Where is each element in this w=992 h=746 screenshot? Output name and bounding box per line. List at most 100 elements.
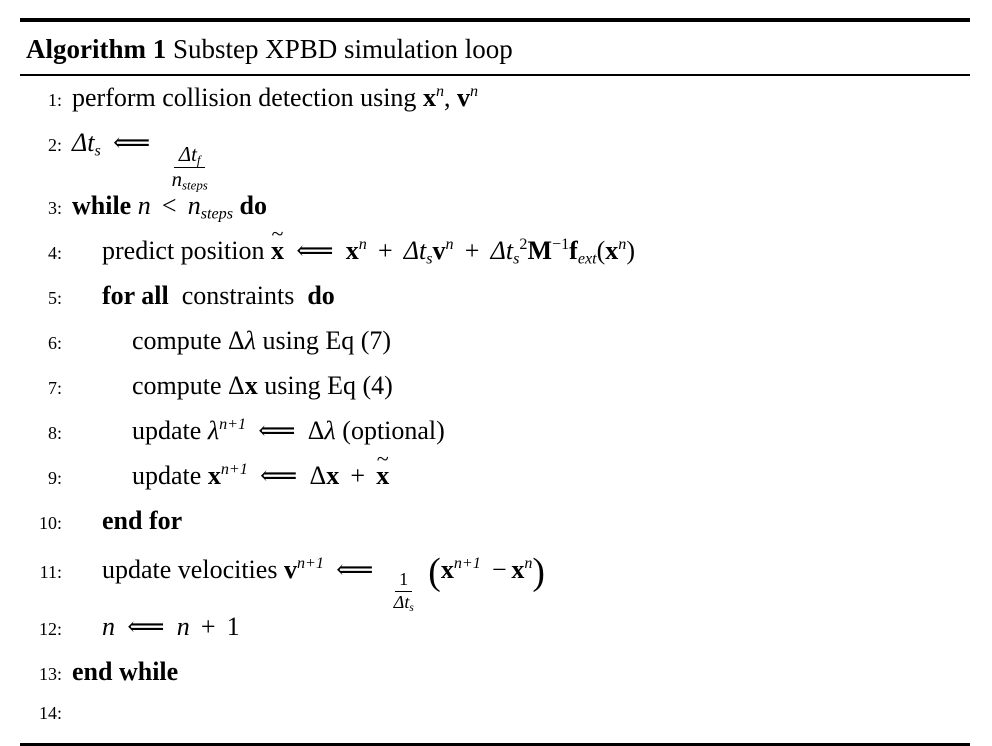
step11-v: v <box>283 554 297 584</box>
algorithm-step: 2: Δts ⟸ Δtf nsteps <box>20 128 970 194</box>
step5-keyword-forall: for all <box>102 280 169 310</box>
algorithm-step: 9: update xn+1 ⟸ Δx + ~x <box>20 446 970 507</box>
algorithm-caption: Algorithm 1 Substep XPBD simulation loop <box>20 22 970 74</box>
algorithm-steps: 1: perform collision detection using xn,… <box>20 76 970 743</box>
step4-v-sup: n <box>445 235 454 253</box>
step4-f: f <box>569 235 578 265</box>
step8-update: update <box>132 415 202 445</box>
fraction-denominator: Δts <box>390 592 418 615</box>
step-number: 11: <box>39 561 62 582</box>
fraction-denominator: nsteps <box>167 168 212 194</box>
step-number: 4: <box>47 242 62 263</box>
step-number: 13: <box>38 663 62 684</box>
step11-x1-sup: n+1 <box>453 554 481 572</box>
step8-lambda-sup: n+1 <box>219 415 247 433</box>
step8-delta: Δ <box>307 415 325 445</box>
step11-x2-sup: n <box>524 554 533 572</box>
step4-arrow: ⟸ <box>296 235 334 265</box>
step9-delta: Δ <box>309 460 327 490</box>
step3-nsteps-sub: steps <box>200 205 233 223</box>
step2-arrow: ⟸ <box>112 128 151 157</box>
step4-x-sup: n <box>358 235 367 253</box>
step-number: 9: <box>47 467 62 488</box>
step10-keyword-endfor: end for <box>102 505 183 535</box>
step-number: 10: <box>38 512 62 533</box>
step9-x-tilde: ~x <box>376 446 390 491</box>
rule-under-caption <box>20 74 970 76</box>
algorithm-step: 5: for all constraints do <box>20 280 970 327</box>
step4-dt1: Δt <box>403 235 427 265</box>
step4-dt2-sup: 2 <box>519 235 528 253</box>
step4-M: M <box>527 235 552 265</box>
algorithm-step: 12: n ⟸ n + 1 <box>20 611 970 658</box>
step-content: for all constraints do <box>72 280 335 311</box>
step8-lambda: λ <box>207 415 220 445</box>
step9-xt-base: x <box>376 460 390 490</box>
step1-v: v <box>457 83 470 112</box>
step-number: 3: <box>47 197 62 218</box>
step6-delta: Δ <box>228 325 245 355</box>
algorithm-step: 4: predict position ~x ⟸ xn + Δtsvn + Δt… <box>20 221 970 282</box>
step4-x: x <box>345 235 359 265</box>
step4-lparen: ( <box>596 235 606 265</box>
step-content: perform collision detection using xn, vn <box>72 83 479 113</box>
step-content: end while <box>72 657 178 687</box>
step3-lt: < <box>161 190 177 220</box>
frac-den-sub: s <box>409 602 414 615</box>
step3-nsteps: n <box>187 190 201 220</box>
step1-comma: , <box>444 83 451 112</box>
step-content: predict position ~x ⟸ xn + Δtsvn + Δts2M… <box>72 221 635 268</box>
step11-rparen: ) <box>532 550 545 593</box>
step-content: n ⟸ n + 1 <box>72 611 240 642</box>
step4-text: predict position <box>102 235 265 265</box>
step2-dt-sub: s <box>94 142 101 160</box>
step9-x2: x <box>326 460 340 490</box>
frac-den-n: n <box>171 168 183 192</box>
step3-keyword-while: while <box>72 190 132 220</box>
step8-lambda2: λ <box>324 415 336 445</box>
algorithm-step: 1: perform collision detection using xn,… <box>20 83 970 129</box>
step4-v: v <box>432 235 446 265</box>
step11-x1: x <box>440 554 454 584</box>
tilde-accent: ~ <box>271 221 284 247</box>
step1-x: x <box>422 83 436 112</box>
step1-v-sup: n <box>470 83 479 101</box>
step-number: 8: <box>47 422 62 443</box>
step9-x-sup: n+1 <box>220 460 248 478</box>
step1-x-sup: n <box>435 83 444 101</box>
frac-den-sub: steps <box>182 179 208 194</box>
step-number: 12: <box>38 618 62 639</box>
step4-f-sub: ext <box>577 250 597 268</box>
algorithm-step: 10: end for <box>20 505 970 552</box>
step7-x: x <box>244 370 258 400</box>
step-content: compute Δx using Eq (4) <box>72 370 393 401</box>
algorithm-step: 3: while n < nsteps do <box>20 190 970 237</box>
step-number: 14: <box>38 702 62 723</box>
step12-n2: n <box>176 611 190 641</box>
step11-x2: x <box>511 554 525 584</box>
step12-arrow: ⟸ <box>127 611 165 641</box>
step2-dt: Δt <box>72 128 95 157</box>
step9-x: x <box>207 460 221 490</box>
fraction-numerator: 1 <box>395 570 413 593</box>
algorithm-step: 13: end while <box>20 657 970 703</box>
step4-dt2-sub: s <box>513 250 520 268</box>
fraction-numerator: Δtf <box>174 143 206 169</box>
step11-minus: − <box>491 554 507 584</box>
algorithm-step: 8: update λn+1 ⟸ Δλ (optional) <box>20 415 970 462</box>
step7-compute: compute <box>132 370 222 400</box>
step5-keyword-do: do <box>307 280 335 310</box>
step-content: update xn+1 ⟸ Δx + ~x <box>72 446 390 491</box>
step7-delta: Δ <box>228 370 245 400</box>
step-content: update velocities vn+1 ⟸ 1 Δts (xn+1 −xn… <box>72 550 545 615</box>
step11-fraction: 1 Δts <box>390 570 418 615</box>
step7-eq: using Eq (4) <box>264 370 393 400</box>
algorithm-step: 6: compute Δλ using Eq (7) <box>20 325 970 372</box>
step11-v-sup: n+1 <box>296 554 324 572</box>
step3-n: n <box>137 190 151 220</box>
step8-arrow: ⟸ <box>258 415 296 445</box>
step-number: 5: <box>47 287 62 308</box>
step5-constraints: constraints <box>181 280 295 310</box>
frac-den-dt: Δt <box>393 592 410 613</box>
step4-dt1-sub: s <box>426 250 433 268</box>
